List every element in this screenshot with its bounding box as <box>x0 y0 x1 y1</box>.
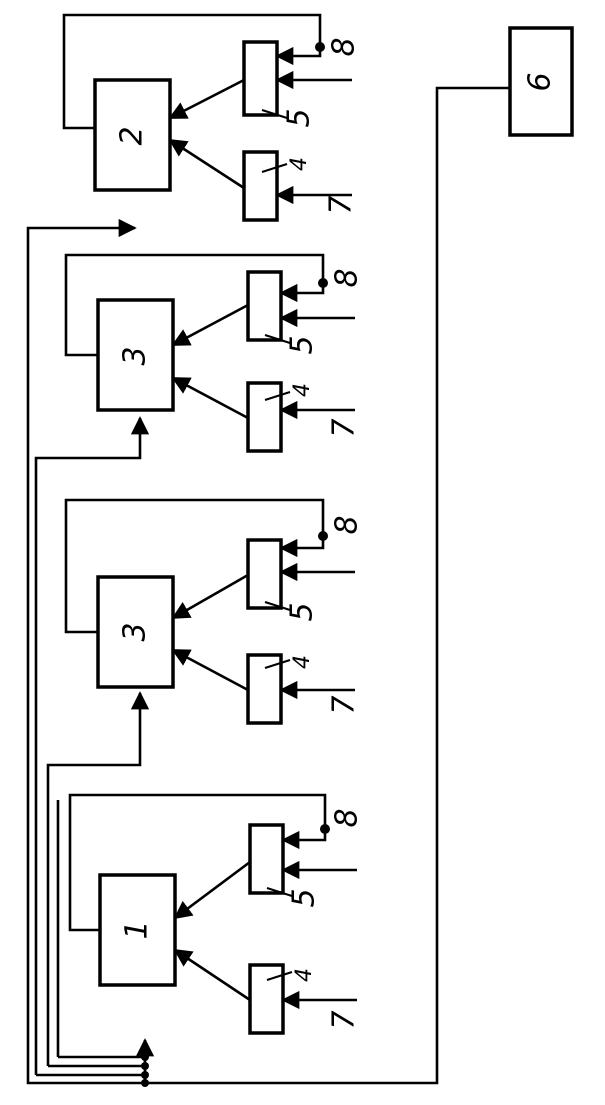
wire-8-to-5 <box>279 283 325 303</box>
leader-4 <box>264 659 291 669</box>
block-4 <box>246 381 283 453</box>
block-3-lower <box>96 575 175 689</box>
wire-feedback-3-upper <box>64 253 325 357</box>
block-4-label: 4 <box>290 655 315 669</box>
stage-1: 1 8 5 4 7 <box>68 793 365 1035</box>
wire-4-to-1 <box>173 948 251 1002</box>
junction-dot <box>141 1071 149 1079</box>
wire-feedback-3-lower <box>64 498 325 634</box>
block-5 <box>242 40 279 117</box>
wire-5-to-1 <box>173 860 251 920</box>
input-8-label: 8 <box>327 37 362 56</box>
wire-4-to-3 <box>171 376 249 420</box>
block-5 <box>246 538 283 610</box>
wire-bus-to-3-upper <box>34 416 150 1075</box>
block-5-label: 5 <box>285 335 320 354</box>
block-1 <box>98 873 177 987</box>
block-2 <box>93 78 172 192</box>
leader-5 <box>266 887 293 897</box>
wire-4-to-2 <box>168 138 245 190</box>
block-2-label: 2 <box>115 126 150 145</box>
block-6-label: 6 <box>523 72 558 91</box>
input-8-label: 8 <box>330 268 365 287</box>
junction-dot <box>141 1062 149 1070</box>
leader-4 <box>264 391 291 401</box>
junction-dot <box>318 278 328 288</box>
block-4 <box>248 963 285 1035</box>
wire-feedback-1 <box>68 793 327 932</box>
block-3-upper-label: 3 <box>118 346 153 365</box>
block-5-label: 5 <box>287 888 322 907</box>
wire-5-to-2 <box>168 78 245 120</box>
block-4-label: 4 <box>290 383 315 397</box>
block-5-label: 5 <box>282 108 317 127</box>
input-7-label: 7 <box>327 1010 362 1029</box>
leader-5 <box>261 109 288 119</box>
wire-5-to-3 <box>171 573 249 620</box>
junction-dot <box>318 531 328 541</box>
stage-3-lower: 3 8 5 4 7 <box>64 498 365 725</box>
input-7-label: 7 <box>327 695 362 714</box>
block-6-box <box>508 26 574 137</box>
junction-dot <box>315 42 325 52</box>
input-7-label: 7 <box>324 195 359 214</box>
stage-2: 2 8 5 4 7 <box>62 13 362 222</box>
wire-4-to-3 <box>171 648 249 692</box>
junction-dot <box>141 1053 149 1061</box>
junction-dot <box>141 1079 149 1087</box>
block-4-label: 4 <box>287 157 312 171</box>
leader-5 <box>264 334 291 344</box>
leader-4 <box>261 163 288 173</box>
input-8-label: 8 <box>330 515 365 534</box>
wire-8-to-5 <box>281 830 327 850</box>
wire-6-out <box>26 86 510 1085</box>
block-1-label: 1 <box>120 920 155 939</box>
block-5-label: 5 <box>285 602 320 621</box>
leader-5 <box>264 601 291 611</box>
wire-5-to-3 <box>171 303 249 347</box>
block-5 <box>248 823 285 895</box>
block-4-label: 4 <box>292 968 317 982</box>
wire-8-to-5 <box>279 538 325 558</box>
wire-feedback-2 <box>62 13 322 130</box>
block-6: 6 <box>508 26 574 137</box>
wire-bus-to-3-lower <box>46 691 150 1066</box>
input-8-label: 8 <box>330 808 365 827</box>
block-4 <box>242 150 279 222</box>
junction-dot <box>320 824 330 834</box>
wire-8-to-5 <box>275 46 322 66</box>
block-3-lower-label: 3 <box>118 622 153 641</box>
input-7-label: 7 <box>327 418 362 437</box>
leader-4 <box>266 971 293 981</box>
stage-3-upper: 3 8 5 4 7 <box>64 253 365 453</box>
block-5 <box>246 270 283 342</box>
